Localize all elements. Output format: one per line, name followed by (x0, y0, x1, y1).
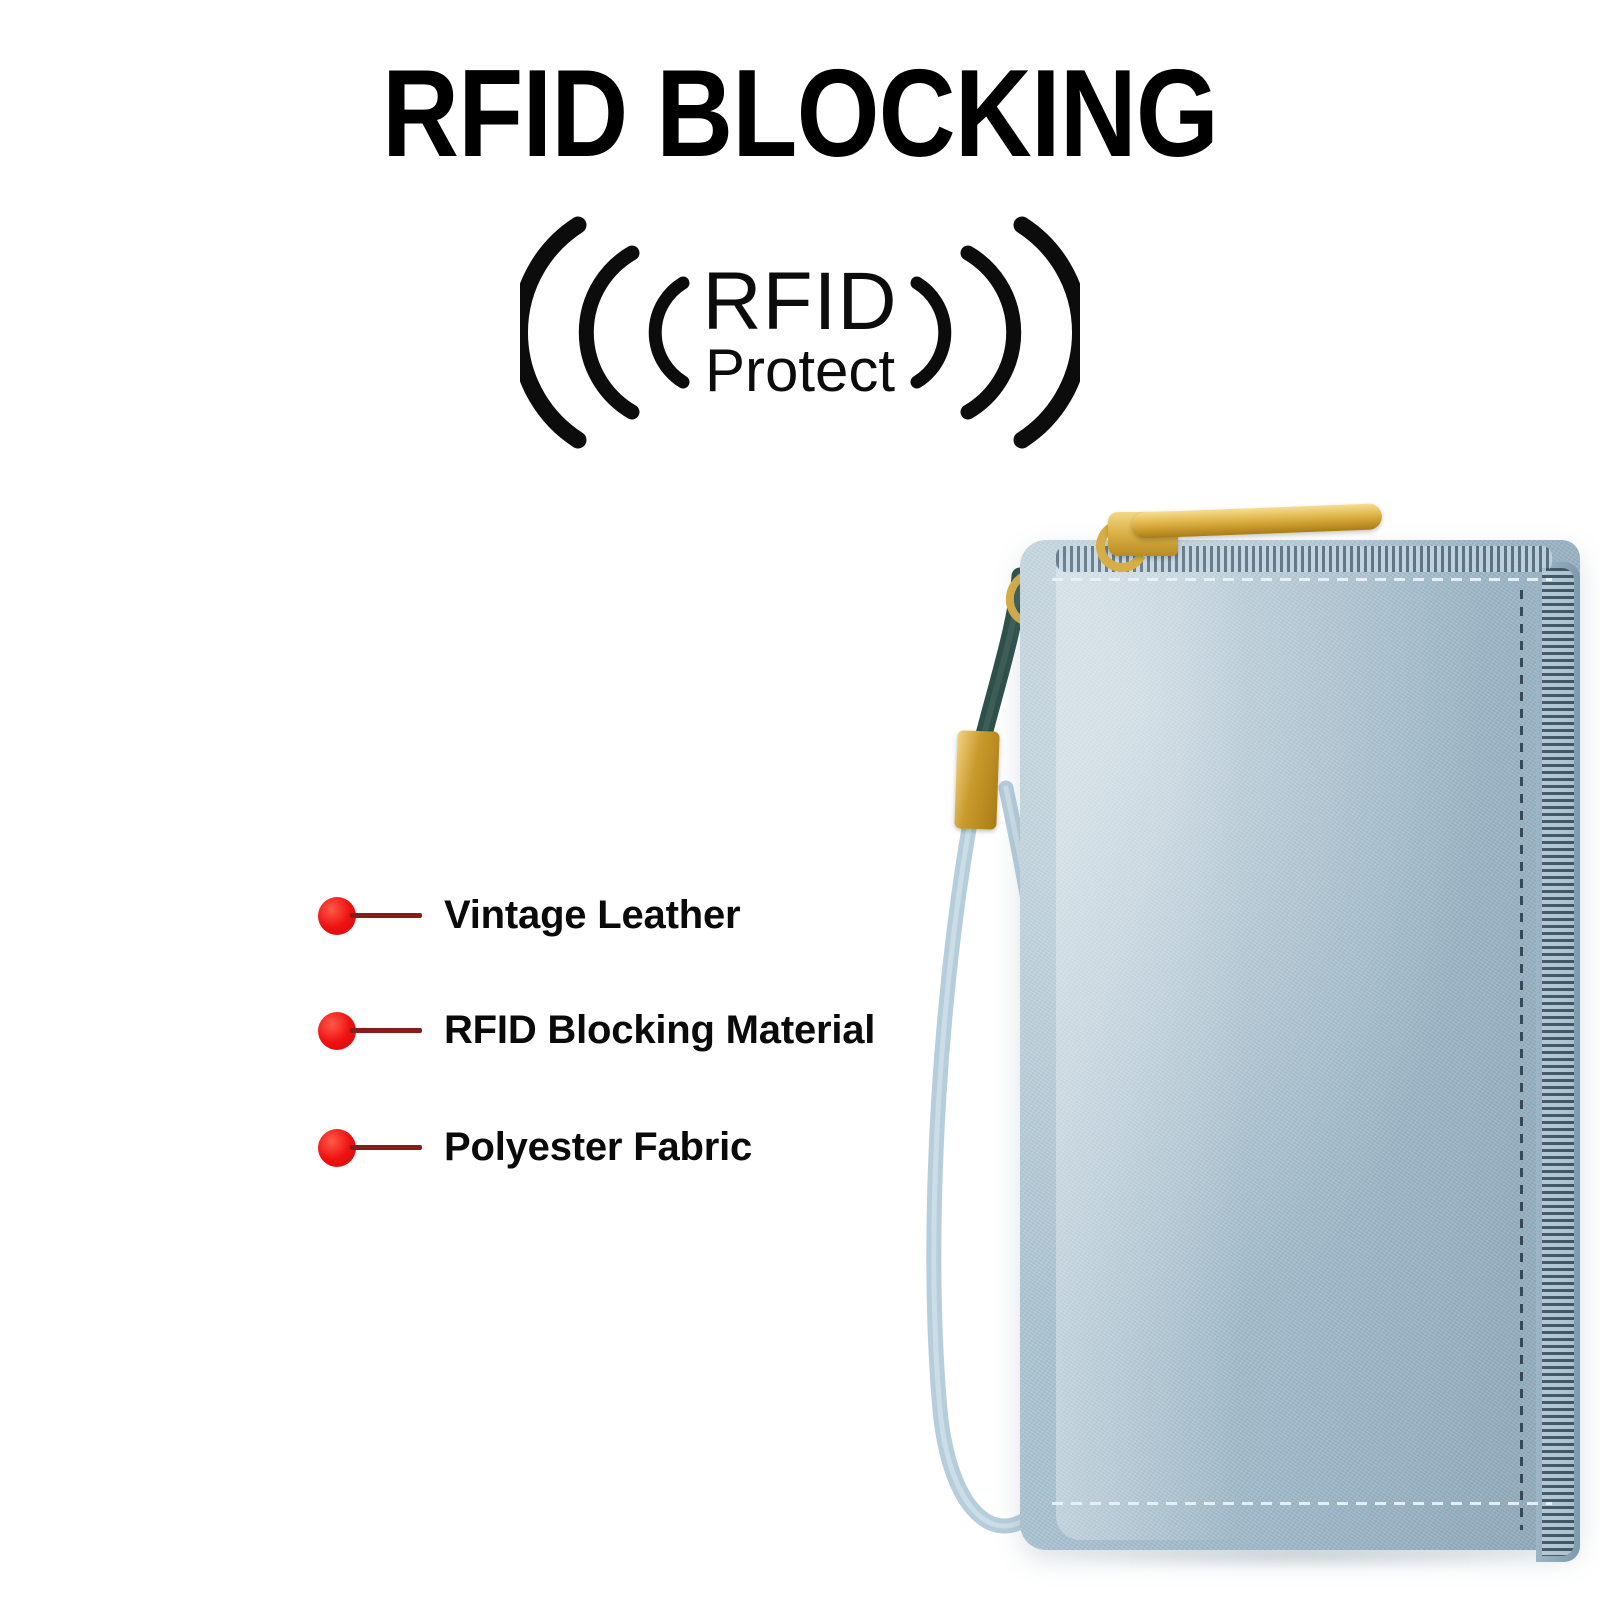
wallet-body (1020, 540, 1580, 1550)
callout-leader-line (350, 1145, 422, 1150)
zipper-teeth (1542, 568, 1574, 1556)
callout-rfid-blocking-material: RFID Blocking Material (318, 1008, 875, 1053)
callout-label: RFID Blocking Material (444, 1008, 876, 1052)
callout-marker-dot-icon (318, 896, 356, 935)
page-title: RFID BLOCKING (382, 45, 1219, 183)
callout-leader-line (350, 1028, 422, 1033)
product-photo-wallet (820, 450, 1600, 1610)
gold-strap-sleeve (954, 730, 1000, 830)
callout-label: Polyester Fabric (444, 1125, 753, 1169)
callout-polyester-fabric: Polyester Fabric (318, 1125, 752, 1170)
stitch-line-top (1052, 578, 1552, 581)
stitch-line-bottom (1052, 1502, 1552, 1505)
callout-leader-line (350, 913, 422, 918)
callout-marker-dot-icon (318, 1011, 356, 1050)
rfid-protect-badge: RFID Protect (520, 205, 1080, 460)
stitch-line-right (1520, 590, 1523, 1530)
rfid-wave-arcs (520, 216, 1080, 449)
callout-label: Vintage Leather (444, 893, 741, 937)
callout-vintage-leather: Vintage Leather (318, 893, 741, 938)
callout-marker-dot-icon (318, 1128, 356, 1167)
